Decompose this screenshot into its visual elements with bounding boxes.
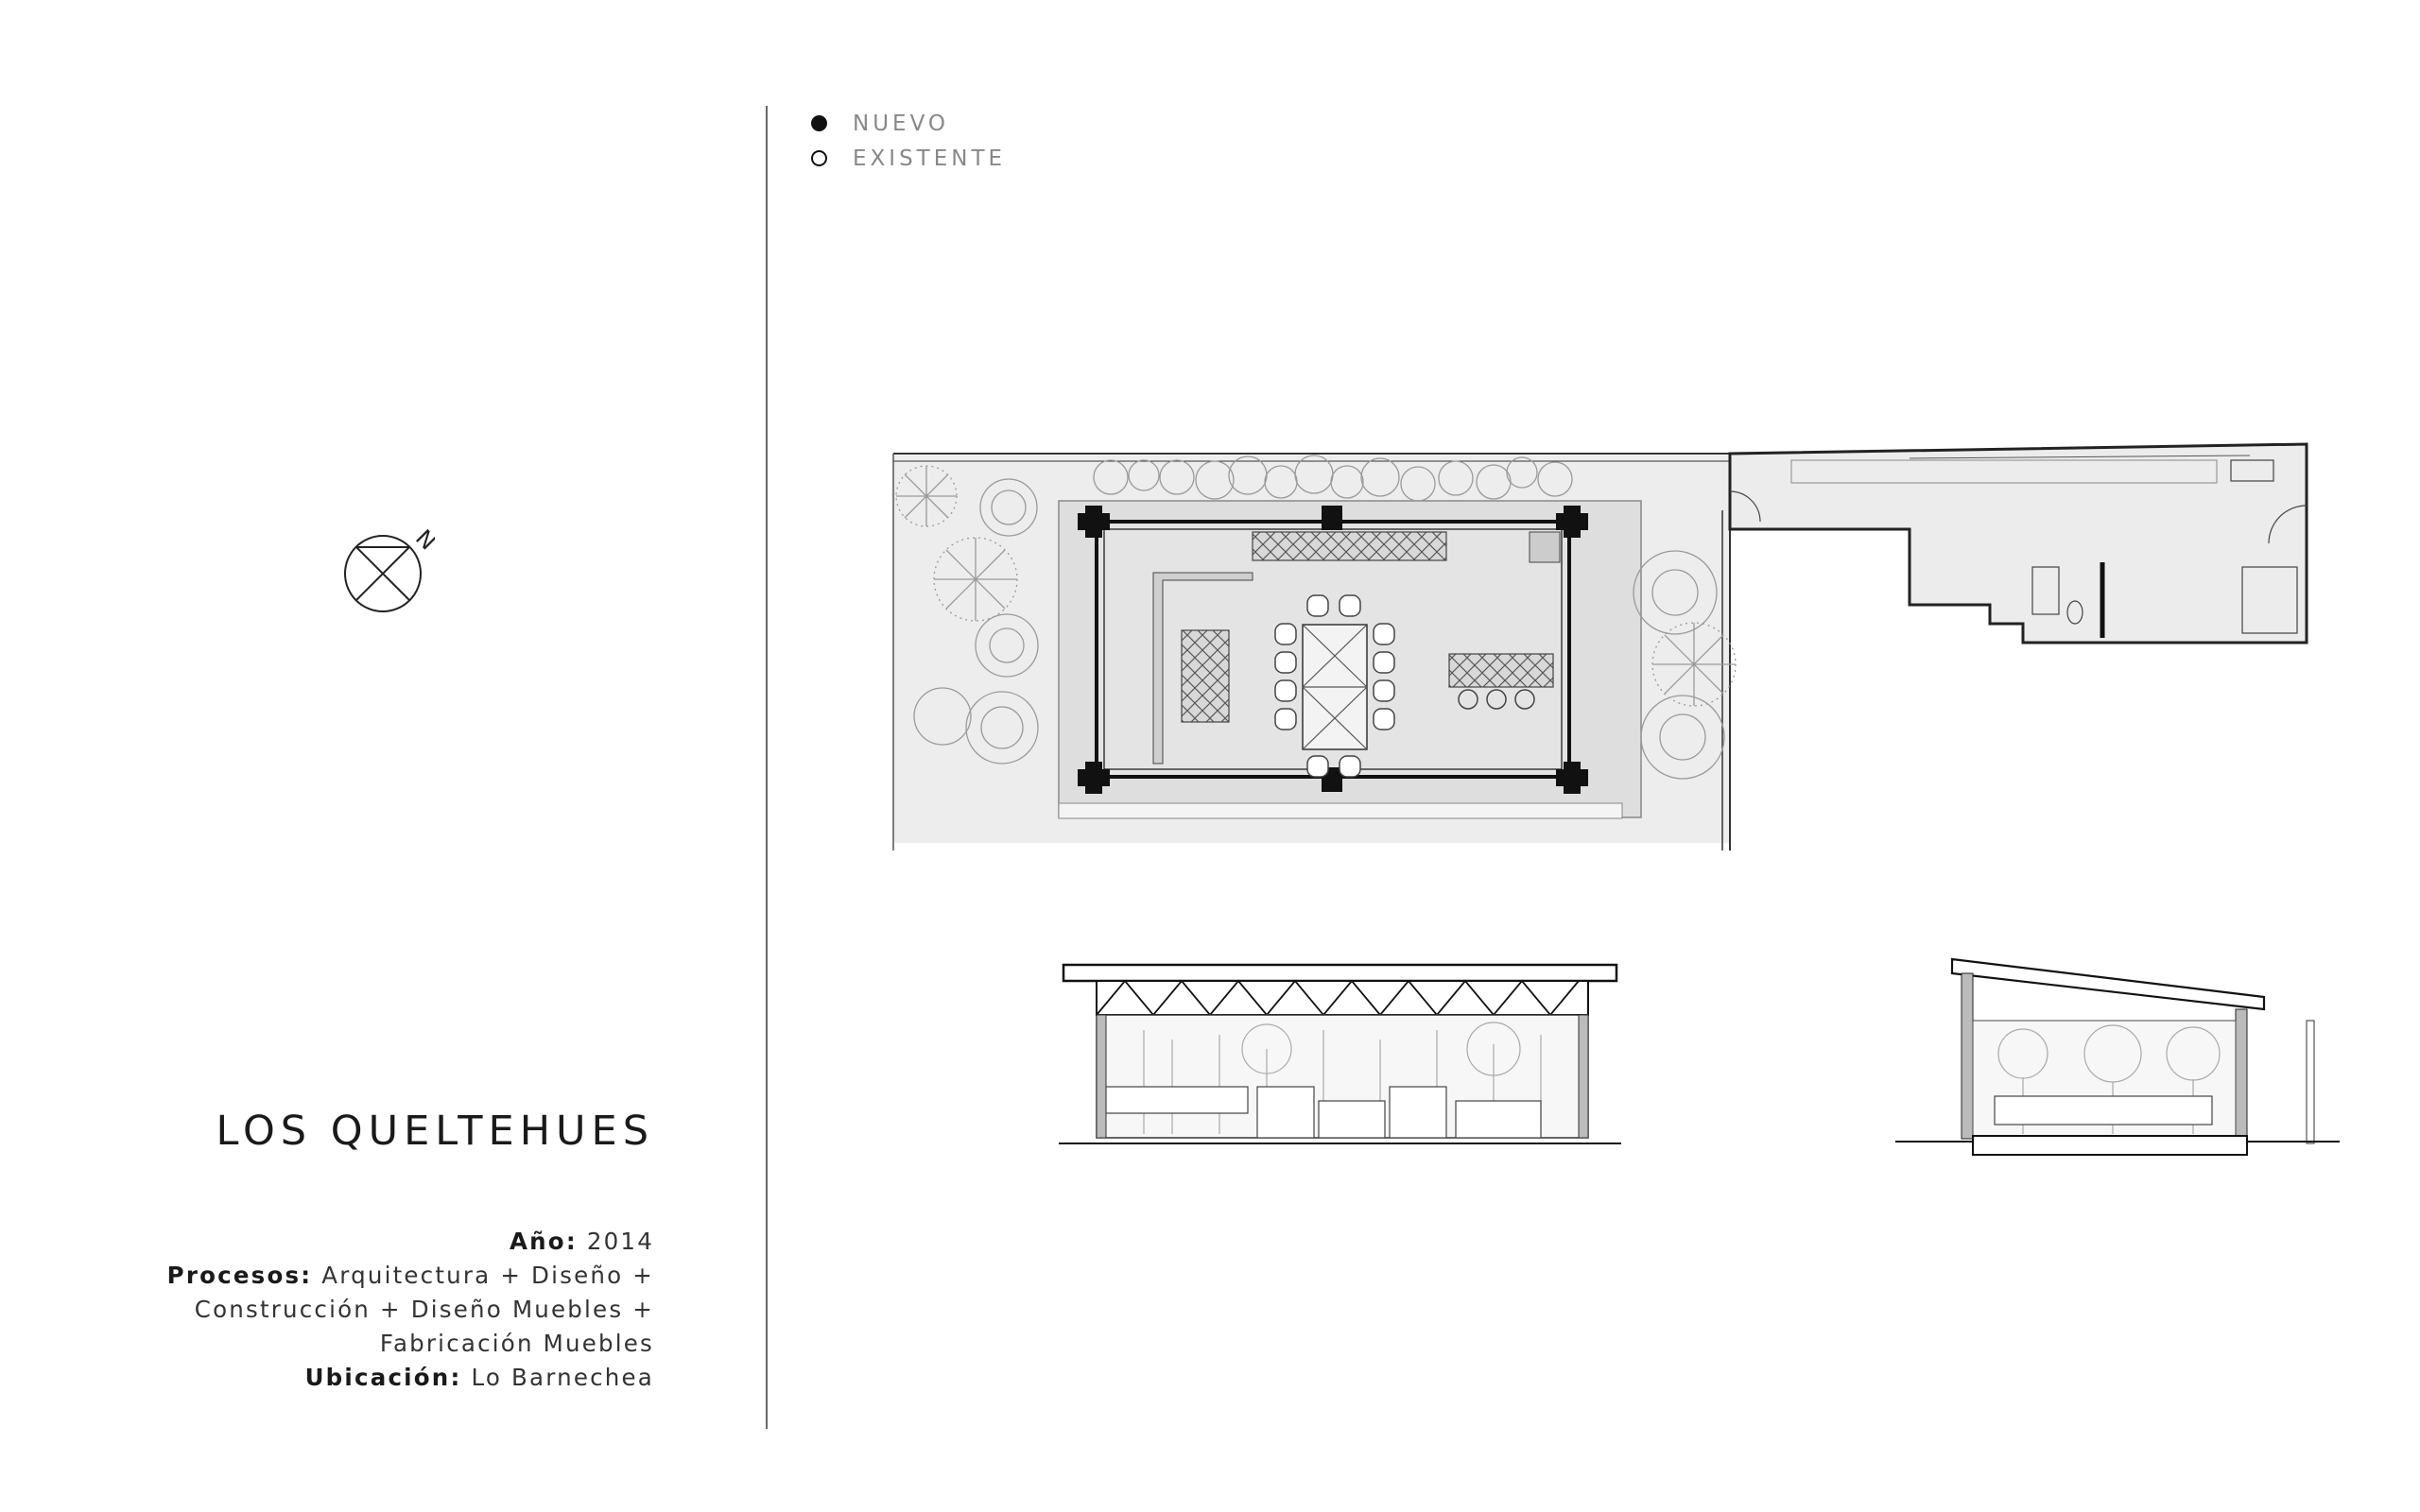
cabinet-3 (1389, 1086, 1447, 1139)
cabinet-1 (1256, 1086, 1315, 1139)
bathroom-fixture (2031, 566, 2060, 615)
cabinet-4 (1455, 1100, 1542, 1139)
legend-new: NUEVO (811, 106, 1006, 141)
house-walls (1728, 442, 2308, 644)
sofa (1105, 1086, 1249, 1114)
info-row-processes-3: Fabricación Muebles (379, 1330, 654, 1357)
sloped-roof (1950, 957, 2266, 1011)
section-post (2306, 1020, 2315, 1144)
table-pattern (1302, 624, 1368, 750)
side-section (1895, 957, 2340, 1156)
house-bench (1790, 459, 2218, 484)
cabinet-2 (1318, 1100, 1386, 1139)
back-counter (1252, 531, 1447, 561)
door-swing-2 (2268, 505, 2308, 544)
section-wall-right (2235, 1008, 2248, 1138)
house-sink (2230, 459, 2274, 482)
truss-band (1096, 980, 1589, 1016)
section-sofa (1994, 1095, 2213, 1125)
starburst-plant (933, 537, 1018, 622)
info-row-processes-2: Construcción + Diseño Muebles + (194, 1296, 654, 1323)
legend-existing-label: EXISTENTE (853, 146, 1007, 171)
garden-plants (895, 455, 1737, 780)
column-right (1578, 1014, 1589, 1139)
column-left (1096, 1014, 1107, 1139)
house-counter (1909, 455, 2251, 459)
bar-stools (1458, 689, 1535, 710)
terrace-border (1058, 802, 1623, 819)
truss-diagonals (1096, 979, 1580, 1017)
legend-existing: EXISTENTE (811, 141, 1006, 176)
section-base (1972, 1135, 2248, 1156)
floor-plan (892, 442, 2308, 850)
island-right (1448, 653, 1554, 688)
section-wall-left (1961, 972, 1974, 1140)
roof-slab (1062, 963, 1618, 983)
legend-new-label: NUEVO (853, 111, 950, 136)
legend: NUEVO EXISTENTE (811, 106, 1006, 176)
project-info: Año: 2014 Procesos: Arquitectura + Diseñ… (125, 1225, 654, 1395)
door-swing (1729, 490, 1761, 523)
island-left (1181, 629, 1230, 723)
starburst-plant (895, 465, 958, 527)
project-title: LOS QUELTEHUES (216, 1108, 654, 1155)
vertical-divider (766, 106, 768, 1429)
dining-chairs (1274, 594, 1395, 778)
front-elevation (1059, 963, 1621, 1144)
small-unit (1529, 531, 1561, 563)
existing-house (1728, 442, 2308, 644)
info-row-year: Año: 2014 (510, 1228, 654, 1255)
toilet (2066, 600, 2083, 625)
info-row-processes: Procesos: Arquitectura + Diseño + (166, 1262, 654, 1289)
info-row-location: Ubicación: Lo Barnechea (304, 1364, 654, 1391)
house-appliance (2241, 566, 2298, 634)
north-arrow-icon: N (344, 524, 435, 612)
filled-dot-icon (811, 115, 827, 131)
l-counter (1152, 572, 1253, 765)
hollow-dot-icon (811, 150, 827, 166)
columns (1078, 506, 1588, 794)
